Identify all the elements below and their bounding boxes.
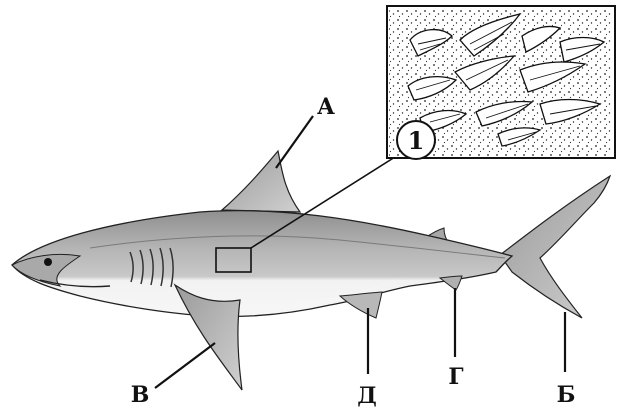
inset-marker-label: 1 bbox=[408, 126, 425, 155]
tail-fin bbox=[500, 176, 610, 318]
leader-pectoral bbox=[155, 343, 215, 388]
anal-fin bbox=[440, 276, 462, 290]
pelvic-fin bbox=[340, 292, 382, 318]
dorsal-fin bbox=[222, 151, 300, 212]
pectoral-fin bbox=[175, 285, 242, 390]
shark bbox=[12, 151, 610, 390]
leader-dorsal bbox=[276, 116, 313, 168]
shark-body bbox=[12, 211, 512, 317]
label-pectoral-fin: В bbox=[131, 382, 150, 408]
eye bbox=[44, 258, 52, 266]
label-tail-fin: Б bbox=[557, 382, 576, 408]
label-pelvic-fin: Д bbox=[357, 383, 377, 409]
label-dorsal-fin: А bbox=[317, 94, 335, 120]
label-anal-fin: Г bbox=[448, 364, 463, 390]
